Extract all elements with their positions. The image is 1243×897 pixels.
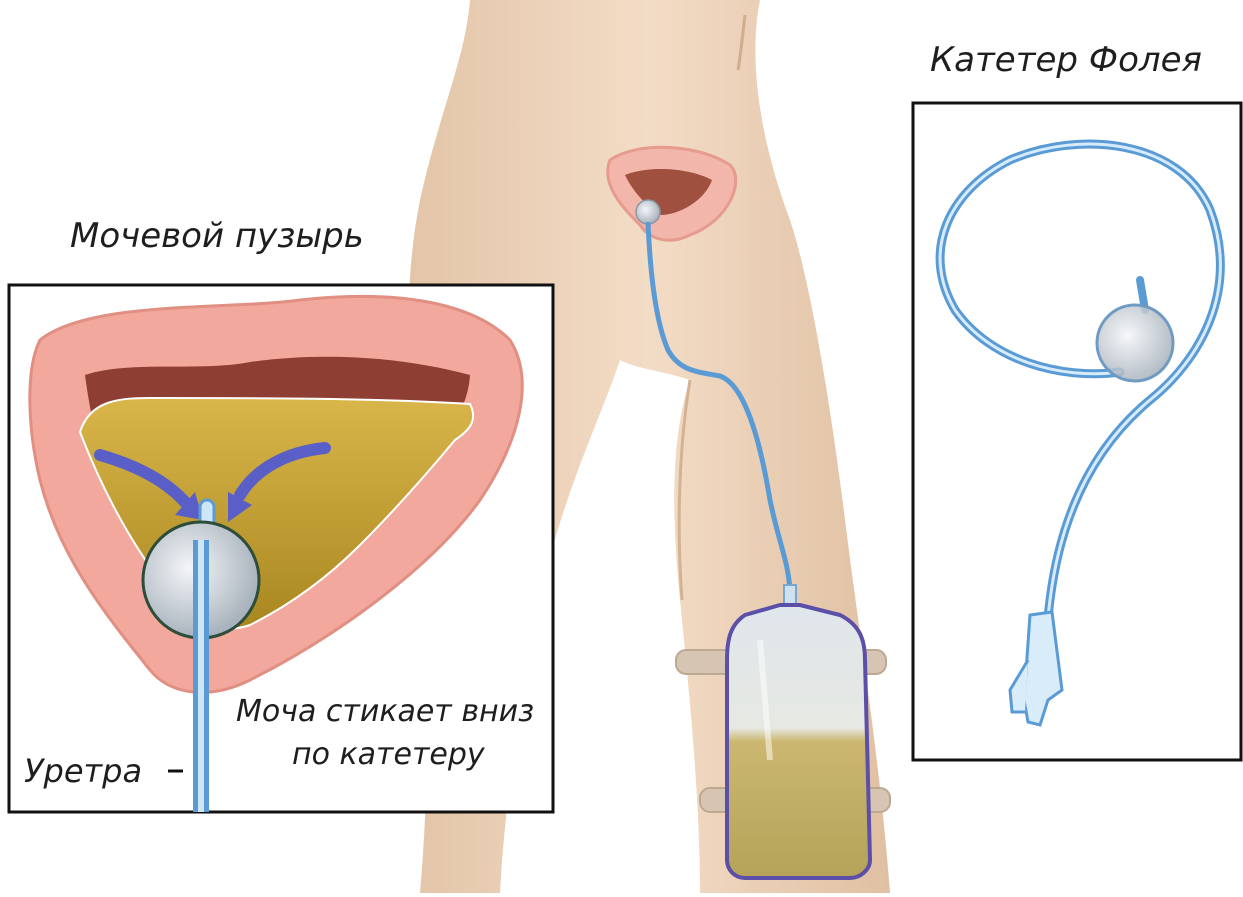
urethra-label: Уретра — [24, 752, 142, 790]
urine-flow-label-line1: Моча стикает вниз — [236, 694, 534, 729]
bladder-label: Мочевой пузырь — [70, 216, 364, 256]
foley-balloon — [1097, 305, 1173, 381]
foley-catheter-label: Катетер Фолея — [930, 40, 1202, 80]
bladder-inset — [9, 285, 553, 812]
foley-inset — [913, 103, 1241, 760]
urine-flow-label-line2: по катетеру — [292, 737, 485, 772]
drainage-bag — [727, 585, 870, 878]
